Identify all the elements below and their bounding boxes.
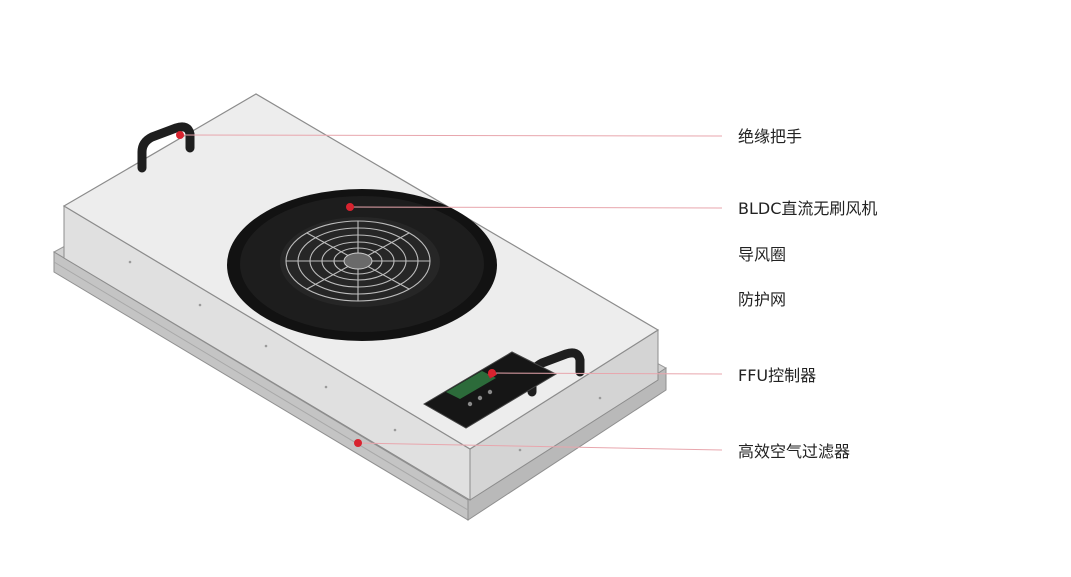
label-insulated-handle: 绝缘把手 [738, 127, 803, 146]
leader-line-handle [179, 134, 723, 137]
housing-rivets [128, 260, 602, 452]
leader-dots [176, 131, 496, 447]
leader-dot-handle [176, 131, 184, 139]
leader-dot-fan [346, 203, 354, 211]
leader-line-filter [357, 442, 723, 451]
leader-dot-filter [354, 439, 362, 447]
leader-line-fan [349, 206, 723, 209]
label-ffu-controller: FFU控制器 [738, 366, 817, 385]
control-panel-icon [423, 351, 558, 429]
label-bldc-fan: BLDC直流无刷风机 [738, 199, 878, 218]
leader-dot-controller [488, 369, 496, 377]
fan-assembly [227, 189, 497, 341]
leader-line-controller [491, 372, 723, 375]
leader-lines [179, 134, 723, 451]
label-fan-guard: 防护网 [738, 290, 787, 309]
label-hepa-filter: 高效空气过滤器 [738, 442, 851, 461]
label-air-guide-ring: 导风圈 [738, 245, 787, 264]
